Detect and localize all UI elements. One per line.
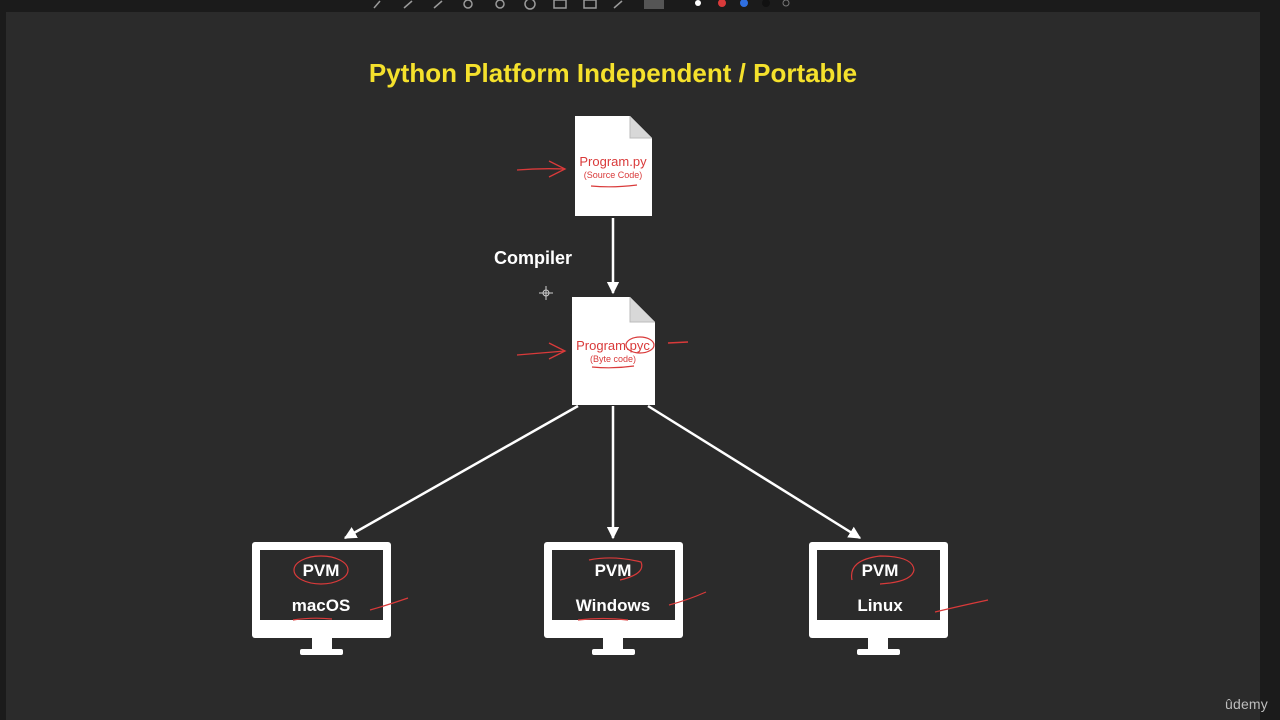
color-swatch-white[interactable] <box>695 0 701 6</box>
os-underline-annotation <box>577 617 629 621</box>
check-annotation <box>934 599 989 613</box>
compiler-label: Compiler <box>494 248 572 268</box>
color-swatch-gray[interactable] <box>644 0 664 9</box>
upload-tool-icon[interactable] <box>583 0 597 9</box>
lasso-tool-icon[interactable] <box>463 0 473 9</box>
check-annotation <box>369 597 409 611</box>
monitor-linux: PVM Linux <box>809 542 989 655</box>
color-swatch-blue[interactable] <box>740 0 748 7</box>
os-label-macos: macOS <box>292 596 351 615</box>
source-file-name: Program.py <box>579 154 647 169</box>
dash-annotation <box>667 341 689 344</box>
pvm-circle-annotation <box>293 555 349 585</box>
monitor-windows: PVM Windows <box>544 542 707 655</box>
image-tool-icon[interactable] <box>553 0 567 9</box>
os-underline-annotation <box>292 617 333 621</box>
slide-title: Python Platform Independent / Portable <box>369 58 857 88</box>
source-file-icon <box>575 116 652 216</box>
os-label-windows: Windows <box>576 596 650 615</box>
source-pointer-annotation <box>516 160 567 178</box>
source-underline-annotation <box>590 184 638 188</box>
pencil-tool-icon[interactable] <box>403 0 413 9</box>
pvm-label-windows: PVM <box>595 561 632 580</box>
color-swatch-empty[interactable] <box>782 0 790 7</box>
udemy-watermark: ûdemy <box>1224 696 1268 712</box>
bytecode-file-subtitle: (Byte code) <box>590 354 636 364</box>
color-swatch-black[interactable] <box>762 0 770 7</box>
highlighter-tool-icon[interactable] <box>613 0 623 9</box>
pvm-label-linux: PVM <box>862 561 899 580</box>
arrow-to-macos <box>343 404 579 540</box>
source-file-subtitle: (Source Code) <box>584 170 643 180</box>
pvm-circle-annotation <box>588 557 643 581</box>
os-label-linux: Linux <box>857 596 903 615</box>
pvm-circle-annotation <box>850 555 915 585</box>
bytecode-file-icon <box>572 297 655 405</box>
marker-tool-icon[interactable] <box>433 0 443 9</box>
check-annotation <box>668 591 707 606</box>
arrow-to-linux <box>647 404 862 540</box>
cursor-move-icon <box>539 286 553 300</box>
pen-tool-icon[interactable] <box>373 0 381 9</box>
bytecode-pointer-annotation <box>516 342 567 360</box>
pvm-label-macos: PVM <box>303 561 340 580</box>
bytecode-file-name: Program.pyc <box>576 338 650 353</box>
color-swatch-red[interactable] <box>718 0 726 7</box>
pyc-circle-annotation <box>625 336 655 354</box>
eraser-tool-icon[interactable] <box>495 0 505 9</box>
annotation-toolbar <box>373 0 790 10</box>
shape-tool-icon[interactable] <box>524 0 536 10</box>
monitor-macos: PVM macOS <box>252 542 409 655</box>
bytecode-underline-annotation <box>591 365 635 369</box>
